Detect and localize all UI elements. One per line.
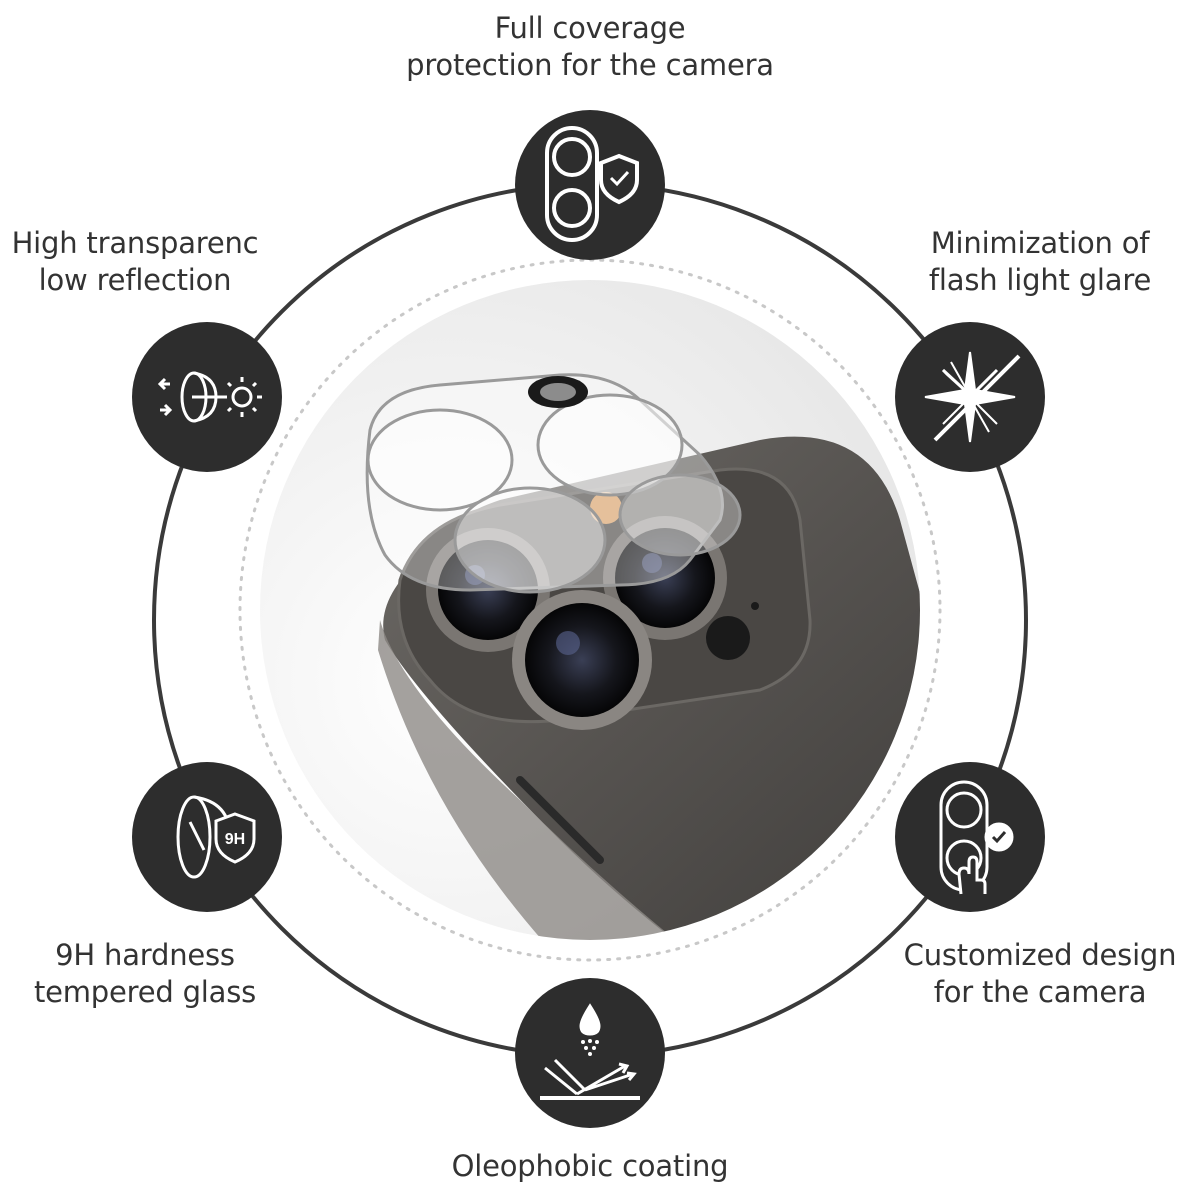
protector-flash-ring	[528, 376, 588, 408]
label-line: Oleophobic coating	[451, 1149, 729, 1183]
camera-shield-icon	[515, 110, 665, 260]
hardness-9h-icon: 9H	[132, 762, 282, 912]
lens-3	[512, 590, 652, 730]
dotted-ring	[238, 258, 942, 962]
lidar-sensor	[706, 616, 750, 660]
label-line: 9H hardness	[55, 938, 235, 972]
custom-design-icon	[895, 762, 1045, 912]
feature-label-flash-glare: Minimization of flash light glare	[850, 225, 1200, 299]
label-line: Full coverage	[494, 11, 686, 45]
feature-label-oleophobic: Oleophobic coating	[400, 1148, 780, 1185]
label-line: Minimization of	[930, 226, 1150, 260]
feature-label-transparency: High transparenc low reflection	[0, 225, 325, 299]
side-button	[516, 776, 604, 864]
label-line: High transparenc	[11, 226, 259, 260]
product-illustration	[260, 280, 920, 940]
badge-9h-text: 9H	[225, 831, 245, 848]
label-line: protection for the camera	[406, 48, 774, 82]
feature-label-customized-design: Customized design for the camera	[850, 937, 1200, 1011]
label-line: low reflection	[38, 263, 232, 297]
flash-glare-icon	[895, 322, 1045, 472]
label-line: flash light glare	[928, 263, 1152, 297]
glass-protector	[365, 373, 742, 594]
label-line: tempered glass	[33, 975, 257, 1009]
label-line: for the camera	[933, 975, 1147, 1009]
label-line: Customized design	[903, 938, 1177, 972]
transparency-icon	[132, 322, 282, 472]
feature-label-9h-hardness: 9H hardness tempered glass	[0, 937, 335, 1011]
oleophobic-icon	[515, 978, 665, 1128]
feature-label-full-coverage: Full coverage protection for the camera	[400, 10, 780, 84]
